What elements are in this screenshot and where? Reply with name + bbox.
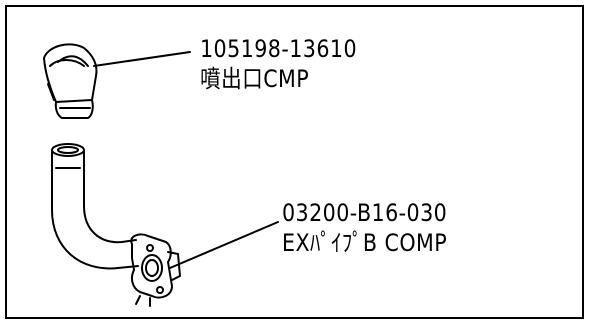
part-name-nozzle: 噴出口CMP: [200, 65, 310, 93]
part-number-pipe: 03200-B16-030: [282, 199, 448, 227]
leader-line-nozzle: [93, 51, 191, 67]
outlet-nozzle-drawing: [43, 43, 98, 119]
part-name-pipe: EXﾊﾟｲﾌﾟB COMP: [282, 229, 448, 257]
diagram-frame: [5, 5, 584, 319]
leader-line-pipe: [169, 221, 279, 269]
exhaust-pipe-drawing: [51, 143, 181, 307]
part-number-nozzle: 105198-13610: [200, 35, 358, 63]
